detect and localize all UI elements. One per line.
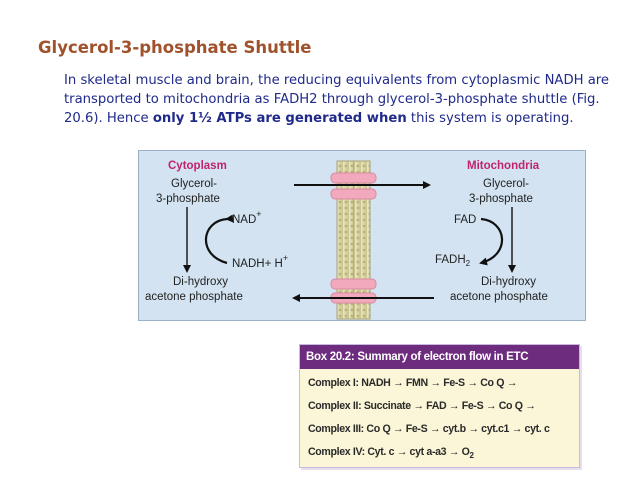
complex-4-line: Complex IV: Cyt. c → cyt a-a3 → O2 xyxy=(308,446,578,460)
nadh-sup: + xyxy=(283,253,288,263)
etc-summary-box: Box 20.2: Summary of electron flow in ET… xyxy=(299,344,580,468)
complex-4-sub: 2 xyxy=(469,451,474,461)
right-glycerol-line2: 3-phosphate xyxy=(469,193,533,205)
shuttle-diagram-svg: Cytoplasm Mitochondria Glycerol- 3-phosp… xyxy=(145,160,548,320)
nad-text: NAD xyxy=(232,214,256,226)
mitochondria-label: Mitochondria xyxy=(467,160,540,172)
right-glycerol-line1: Glycerol- xyxy=(483,178,529,190)
nadh-label: NADH+ H+ xyxy=(232,253,288,270)
protein-band-top-2 xyxy=(330,188,377,200)
right-dha-line2: acetone phosphate xyxy=(450,291,548,303)
etc-box-heading: Box 20.2: Summary of electron flow in ET… xyxy=(300,345,579,369)
fadh-label: FADH2 xyxy=(435,254,471,268)
cytoplasm-label: Cytoplasm xyxy=(168,160,227,172)
paragraph-text-2: this system is operating. xyxy=(406,111,574,126)
paragraph-bold-text: only 1½ ATPs are generated when xyxy=(152,111,407,126)
left-glycerol-line1: Glycerol- xyxy=(171,178,217,190)
nad-sup: + xyxy=(256,209,261,219)
complex-3-line: Complex III: Co Q → Fe-S → cyt.b → cyt.c… xyxy=(308,423,550,435)
protein-band-bottom-1 xyxy=(330,278,377,290)
left-cofactor-arc xyxy=(204,214,234,265)
slide-paragraph: In skeletal muscle and brain, the reduci… xyxy=(64,71,624,128)
nad-label: NAD+ xyxy=(232,209,262,226)
left-glycerol-line2: 3-phosphate xyxy=(156,193,220,205)
fadh-text: FADH xyxy=(435,254,466,266)
fadh-sub: 2 xyxy=(466,259,471,268)
nadh-text: NADH+ H xyxy=(232,258,283,270)
paragraph-text-1: In skeletal muscle and brain, the reduci… xyxy=(64,73,610,126)
left-dha-line1: Di-hydroxy xyxy=(173,276,228,288)
right-dha-line1: Di-hydroxy xyxy=(481,276,536,288)
left-dha-line2: acetone phosphate xyxy=(145,291,243,303)
fad-label: FAD xyxy=(454,214,476,226)
protein-band-top-1 xyxy=(330,172,377,184)
right-cofactor-arc xyxy=(479,217,504,266)
complex-4-text: Complex IV: Cyt. c → cyt a-a3 → O xyxy=(308,446,470,458)
shuttle-diagram: Cytoplasm Mitochondria Glycerol- 3-phosp… xyxy=(138,150,586,321)
complex-2-line: Complex II: Succinate → FAD → Fe-S → Co … xyxy=(308,400,536,412)
slide-title: Glycerol-3-phosphate Shuttle xyxy=(38,38,312,57)
complex-1-line: Complex I: NADH → FMN → Fe-S → Co Q → xyxy=(308,377,517,389)
